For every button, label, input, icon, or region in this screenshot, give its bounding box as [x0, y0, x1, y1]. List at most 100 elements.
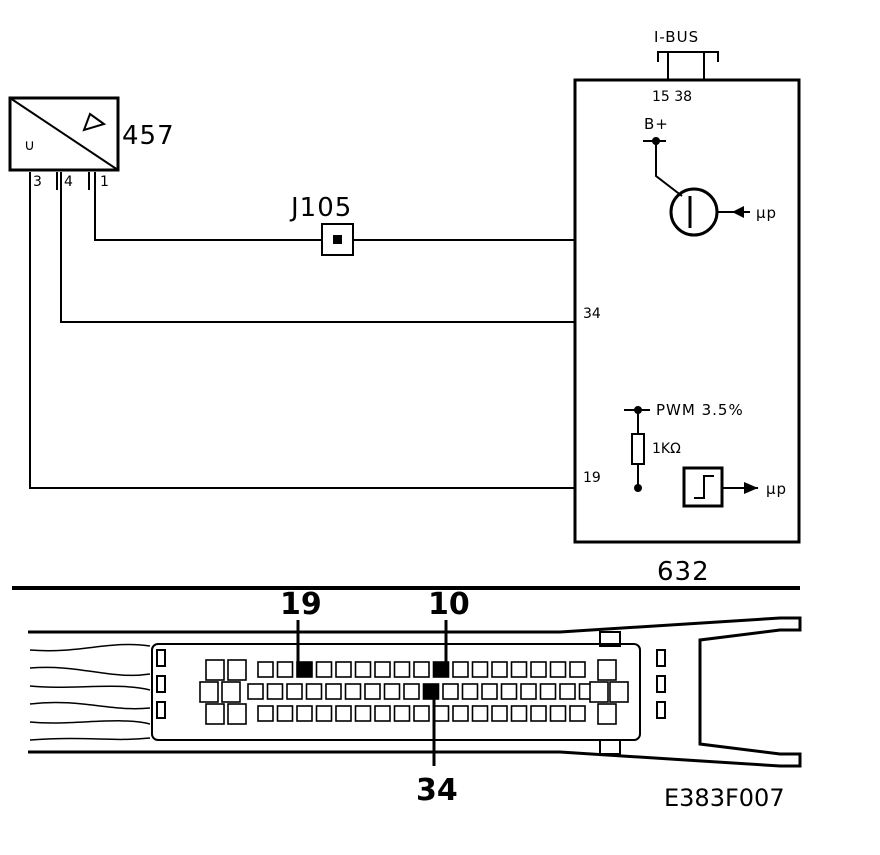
- pin-cavity: [257, 661, 274, 678]
- schmitt-trigger-glyph: [694, 475, 714, 499]
- large-pin-cavity: [609, 681, 629, 703]
- input-node: [634, 484, 642, 492]
- mu-output-2: µp: [766, 480, 787, 498]
- pin-cavity: [432, 705, 450, 722]
- pin-cavity: [413, 661, 430, 678]
- pin-cavity: [500, 683, 518, 700]
- pin-cavity: [315, 661, 333, 678]
- pin-cavity: [530, 705, 547, 722]
- pin-cavity: [471, 661, 489, 678]
- pin-cavity: [305, 683, 323, 700]
- pin-cavity: [286, 683, 303, 700]
- pin-cavity: [383, 683, 401, 700]
- resistor-label: 1KΩ: [652, 441, 681, 457]
- horn-icon: [82, 112, 107, 132]
- component-457-diagonal: [9, 97, 119, 171]
- pin-cavity: [452, 705, 469, 722]
- pin-cavity: [276, 661, 294, 678]
- side-tab: [156, 675, 166, 693]
- pin-cavity: [374, 661, 391, 678]
- pin-grid: [199, 659, 629, 725]
- large-pin-cavity: [199, 681, 219, 703]
- ibus-pins-label: 15 38: [652, 89, 692, 105]
- large-pin-cavity: [205, 659, 225, 681]
- connector-j105: J105: [289, 193, 354, 256]
- pin-cavity: [569, 705, 586, 722]
- module-632: 632 I-BUS 15 38 B+ µp 34 PWM 3.5% 1KΩ 19: [573, 28, 801, 587]
- callout-10: 10: [428, 587, 470, 622]
- supply-wire: [655, 141, 683, 197]
- pin-cavity: [520, 683, 537, 700]
- side-tab: [156, 649, 166, 667]
- component-457-label: 457: [122, 121, 175, 151]
- pin-cavity: [344, 683, 362, 700]
- pin-cavity: [403, 683, 420, 700]
- pin-cavity: [481, 683, 498, 700]
- pin-cavity: [374, 705, 391, 722]
- pin-cavity: [354, 661, 372, 678]
- pin-cavity: [393, 661, 411, 678]
- callout-34: 34: [416, 773, 458, 808]
- large-pin-cavity: [205, 703, 225, 725]
- pin-cavity: [413, 705, 430, 722]
- latch-bottom: [599, 739, 621, 755]
- pin-cavity: [539, 683, 557, 700]
- figure-id: E383F007: [664, 784, 785, 812]
- pin-cavity: [325, 683, 342, 700]
- pin-cavity: [471, 705, 489, 722]
- pin-cavity: [257, 705, 274, 722]
- pin-cavity: [247, 683, 264, 700]
- pin-cavity: [335, 661, 352, 678]
- large-pin-cavity: [227, 703, 247, 725]
- module-632-label: 632: [657, 557, 710, 587]
- pwm-label: PWM 3.5%: [656, 401, 744, 419]
- schmitt-trigger-icon: [682, 466, 724, 508]
- pin-cavity: [442, 683, 459, 700]
- ibus-bracket: [657, 51, 719, 62]
- pin-3-label: 3: [33, 174, 42, 190]
- side-tab: [656, 701, 666, 719]
- pin-cavity: [530, 661, 547, 678]
- j105-dot: [333, 235, 342, 244]
- pin-cavity: [559, 683, 576, 700]
- side-tab: [656, 649, 666, 667]
- connector-housing-outline: [28, 616, 802, 768]
- callout-19: 19: [280, 587, 322, 622]
- arrow-right-icon: [744, 482, 758, 494]
- pin-cavity: [549, 661, 567, 678]
- pin-19-label: 19: [583, 470, 601, 486]
- connector-view: 19 10 34: [28, 587, 802, 808]
- pin-4-label: 4: [64, 174, 73, 190]
- pin-cavity: [266, 683, 284, 700]
- wire-pin3-to-input: [29, 172, 684, 489]
- latch-top: [599, 631, 621, 647]
- pin-cavity: [364, 683, 381, 700]
- supply-label: B+: [644, 115, 669, 133]
- side-tab: [156, 701, 166, 719]
- large-pin-cavity: [597, 703, 617, 725]
- large-pin-cavity: [227, 659, 247, 681]
- side-tab: [656, 675, 666, 693]
- pin-34-label: 34: [583, 306, 601, 322]
- cable-wires: [29, 643, 151, 741]
- connector-face: [151, 643, 641, 741]
- highlighted-pin: [422, 683, 440, 700]
- pin-1-label: 1: [100, 174, 109, 190]
- large-pin-cavity: [221, 681, 241, 703]
- wire-pin1-to-j105: [94, 172, 322, 241]
- pin-cavity: [393, 705, 411, 722]
- large-pin-cavity: [589, 681, 609, 703]
- highlighted-pin: [296, 661, 313, 678]
- module-632-body: [573, 78, 801, 544]
- pin-cavity: [335, 705, 352, 722]
- j105-label: J105: [289, 193, 352, 223]
- ibus-label: I-BUS: [654, 28, 699, 46]
- pin-cavity: [549, 705, 567, 722]
- large-pin-cavity: [597, 659, 617, 681]
- pin-cavity: [491, 661, 508, 678]
- pin-cavity: [510, 705, 528, 722]
- arrow-left-icon: [732, 206, 744, 218]
- pin-cavity: [354, 705, 372, 722]
